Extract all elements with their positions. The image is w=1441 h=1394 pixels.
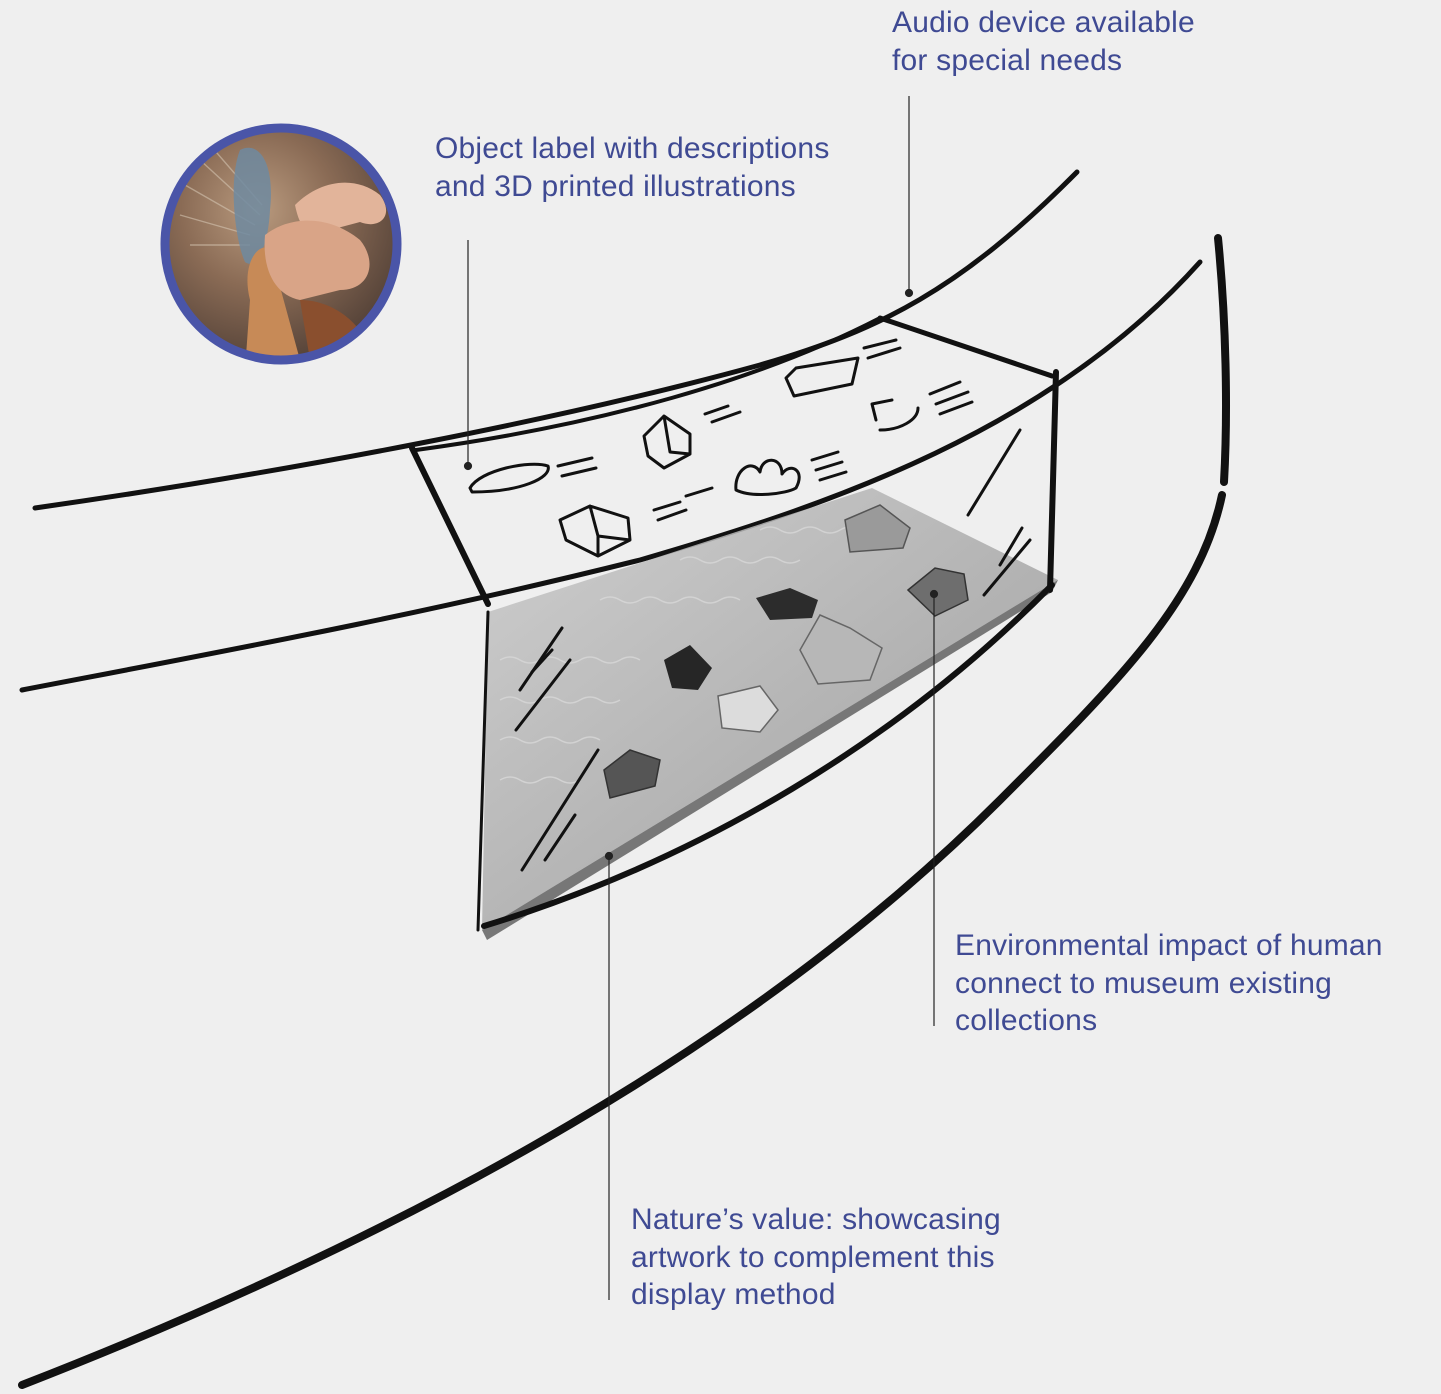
annotation-line: Object label with descriptions [435,130,830,168]
case-right-edge [1050,372,1056,590]
leader-object-dot [465,463,472,470]
3d-printed-illustration [872,400,918,430]
case-top-right [880,318,1052,376]
annotation-environmental-impact: Environmental impact of human connect to… [955,927,1383,1040]
annotation-line: Environmental impact of human [955,927,1383,965]
leader-env-dot [931,591,938,598]
3d-printed-illustration [736,460,799,494]
display-case [412,318,1058,940]
annotation-line: Nature’s value: showcasing [631,1201,1001,1239]
leader-audio-dot [906,290,913,297]
annotation-line: for special needs [892,42,1195,80]
3d-printed-illustration [560,506,630,556]
annotation-line: and 3D printed illustrations [435,168,830,206]
annotation-line: Audio device available [892,4,1195,42]
3d-printed-illustration [470,464,548,492]
annotation-line: connect to museum existing [955,965,1383,1003]
outer-arc-top [1218,238,1226,482]
annotation-line: display method [631,1276,1001,1314]
3d-printed-illustration [786,358,858,396]
3d-printed-illustration [644,416,690,468]
annotation-line: artwork to complement this [631,1239,1001,1277]
case-top-left-edge [412,448,488,604]
hands-touching-artwork-photo [160,124,405,370]
annotation-audio-device: Audio device available for special needs [892,4,1195,79]
leader-nature-dot [606,853,613,860]
annotation-natures-value: Nature’s value: showcasing artwork to co… [631,1201,1001,1314]
annotation-line: collections [955,1002,1383,1040]
annotation-object-label: Object label with descriptions and 3D pr… [435,130,830,205]
